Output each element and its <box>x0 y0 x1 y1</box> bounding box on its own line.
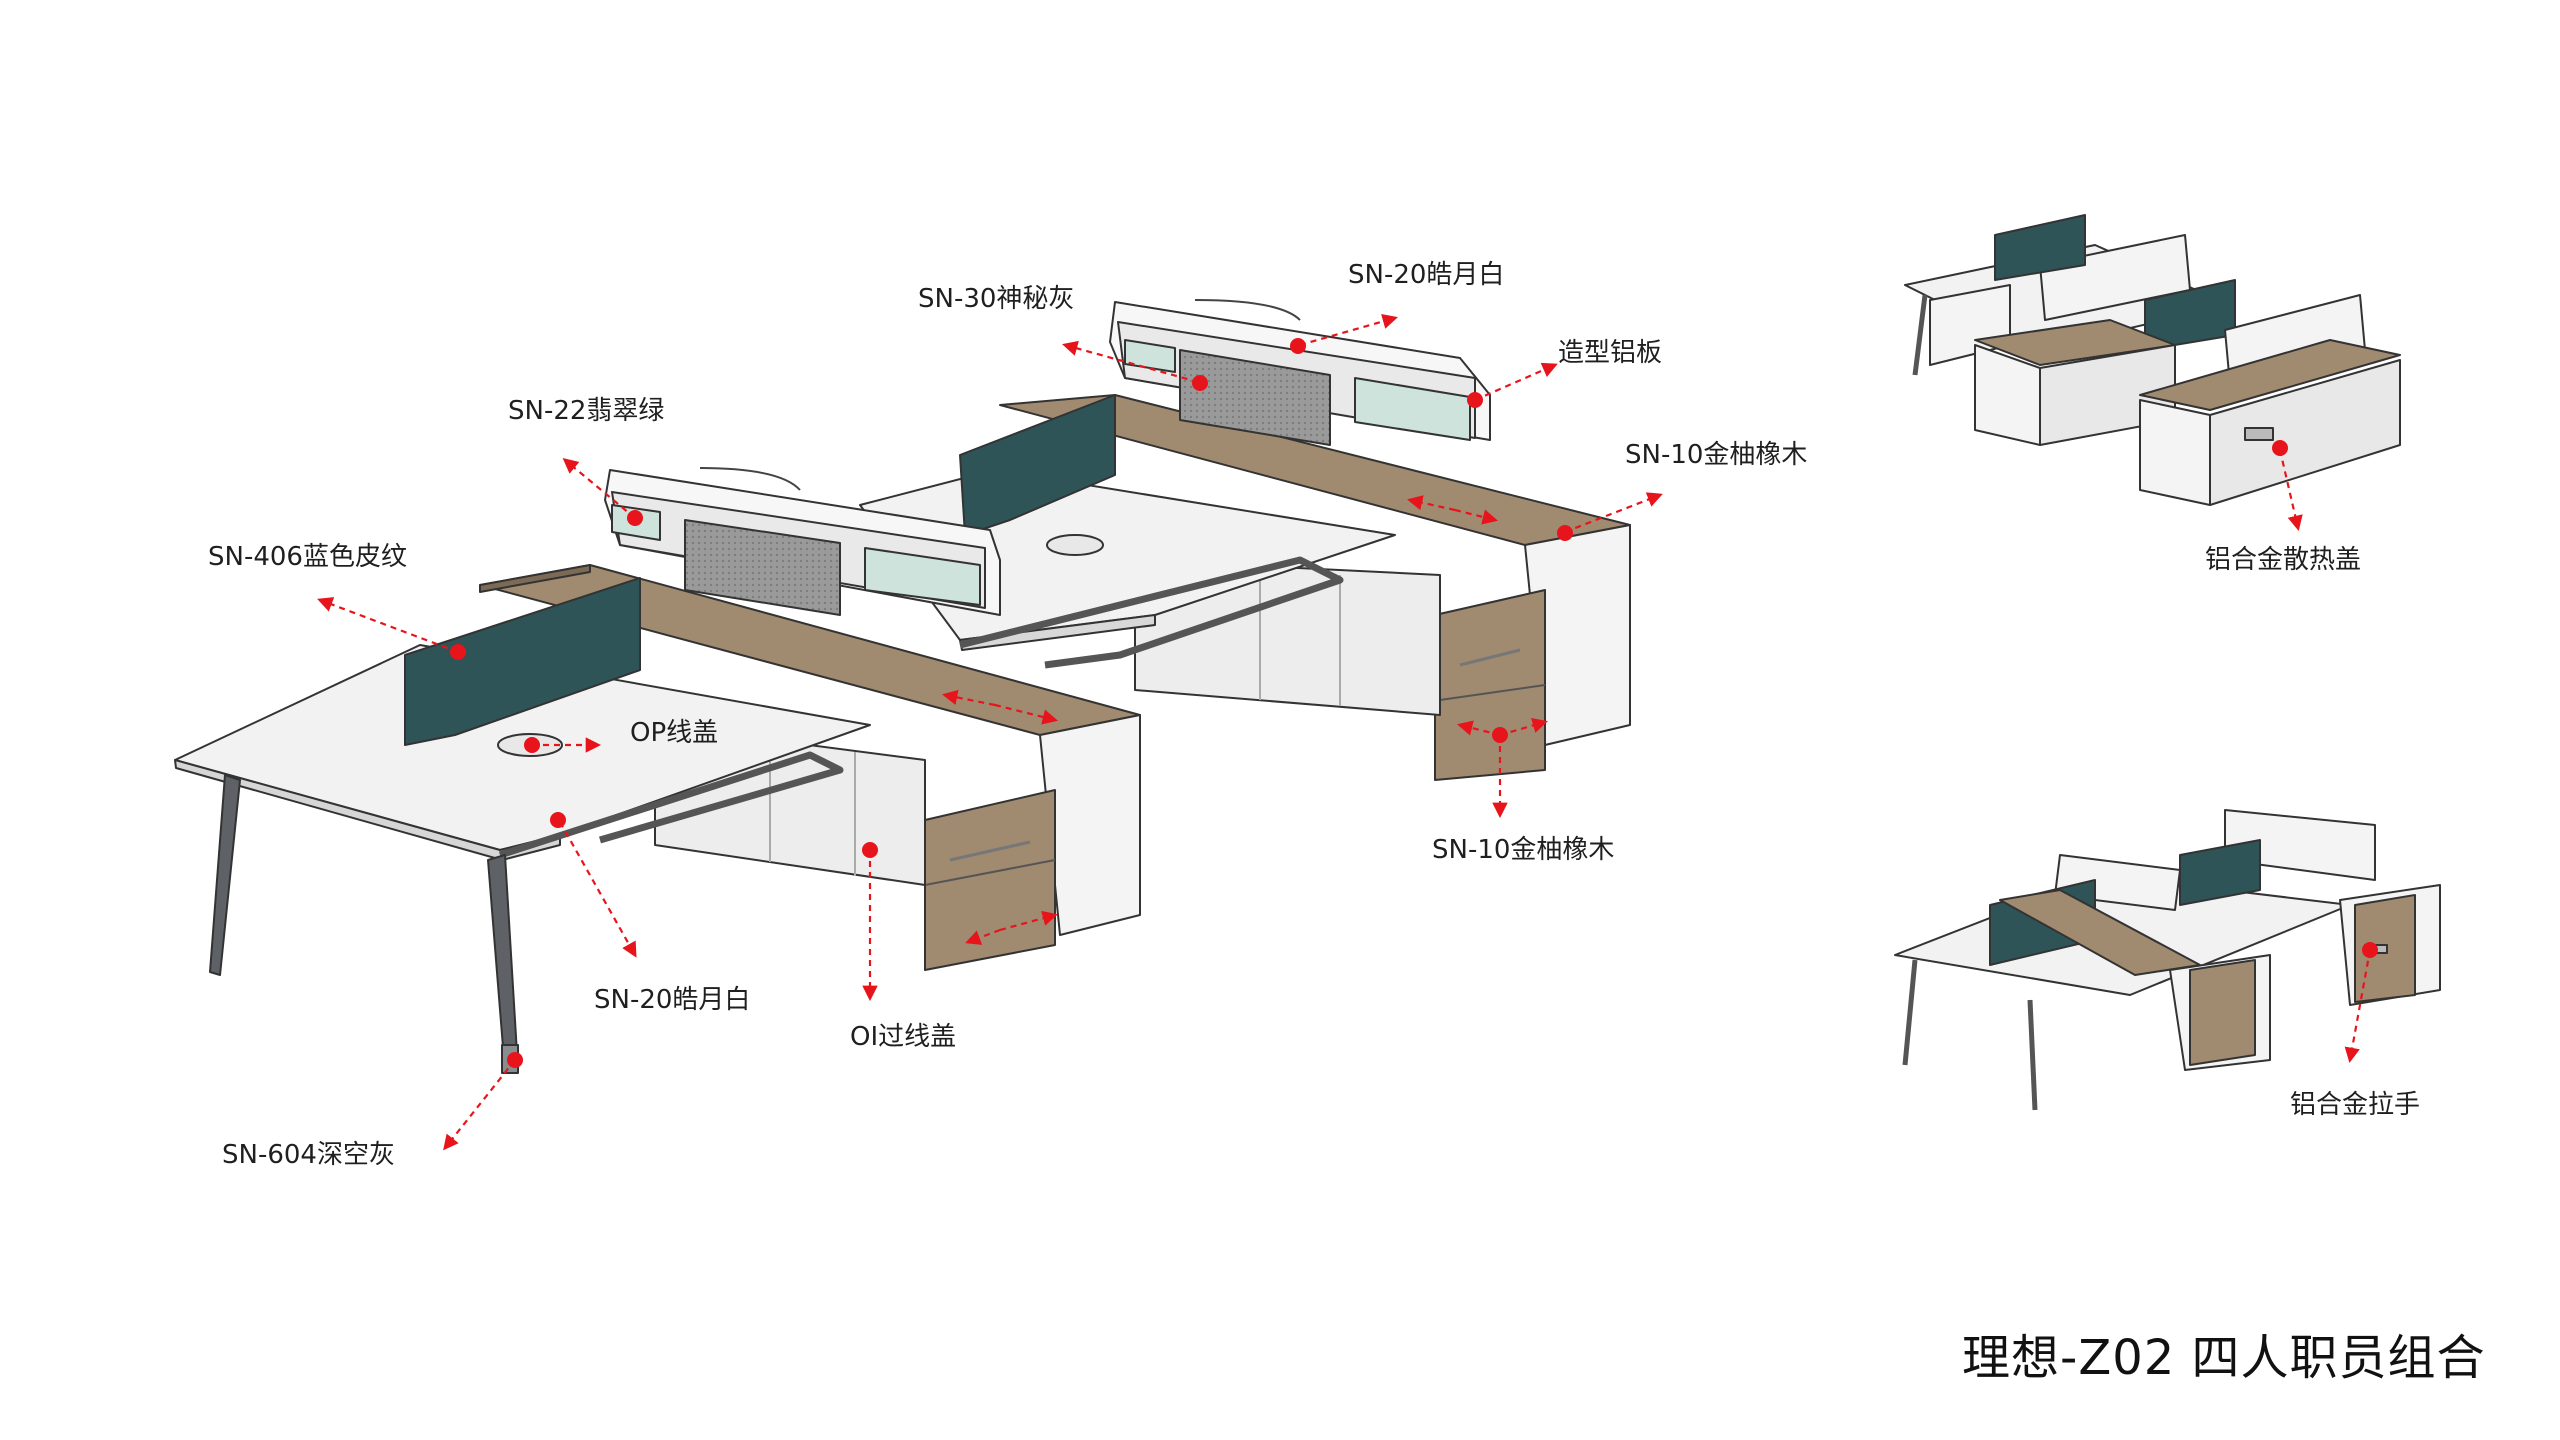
marker-sn10-lower <box>1492 727 1508 743</box>
label-sn604: SN-604深空灰 <box>222 1140 395 1170</box>
leader-lines <box>317 313 2372 1151</box>
marker-oi <box>862 842 878 858</box>
label-oi-cover: OI过线盖 <box>850 1022 957 1052</box>
main-workstation <box>174 299 1631 1074</box>
label-sn30: SN-30神秘灰 <box>918 284 1075 314</box>
front-hutch <box>604 467 1001 616</box>
marker-handle <box>2362 942 2378 958</box>
thumbnail-bottom <box>1894 809 2441 1111</box>
marker-sn30 <box>1192 375 1208 391</box>
marker-heat-cover <box>2272 440 2288 456</box>
label-sn406: SN-406蓝色皮纹 <box>208 542 407 572</box>
front-drawer <box>924 789 1056 971</box>
label-sn10-upper: SN-10金柚橡木 <box>1625 440 1808 470</box>
markers <box>450 338 2378 1068</box>
marker-sn20-top <box>1290 338 1306 354</box>
marker-sn10-upper <box>1557 525 1573 541</box>
marker-op <box>524 737 540 753</box>
rear-hutch-fabric-door <box>1179 349 1331 446</box>
label-handle: 铝合金拉手 <box>2290 1090 2421 1120</box>
label-aluminum-panel: 造型铝板 <box>1558 338 1663 368</box>
rear-hutch <box>1109 299 1491 446</box>
front-leg-right <box>487 854 519 1073</box>
front-leg-left <box>209 774 241 976</box>
label-op-cover: OP线盖 <box>630 718 719 748</box>
thumbnail-top <box>1904 214 2401 506</box>
label-sn10-lower: SN-10金柚橡木 <box>1432 835 1615 865</box>
marker-sn406 <box>450 644 466 660</box>
label-sn22: SN-22翡翠绿 <box>508 396 665 426</box>
front-hutch-fabric-door <box>684 519 841 616</box>
rear-screen <box>959 394 1116 536</box>
label-sn20-bottom: SN-20皓月白 <box>594 985 751 1015</box>
marker-panel <box>1467 392 1483 408</box>
front-screen <box>404 577 641 746</box>
marker-sn20-bottom <box>550 812 566 828</box>
label-heat-cover: 铝合金散热盖 <box>2205 545 2362 575</box>
marker-sn22 <box>627 510 643 526</box>
page-title: 理想-Z02 四人职员组合 <box>1962 1330 2486 1386</box>
marker-sn604 <box>507 1052 523 1068</box>
label-sn20-top: SN-20皓月白 <box>1348 260 1505 290</box>
rear-drawer <box>1434 589 1546 781</box>
